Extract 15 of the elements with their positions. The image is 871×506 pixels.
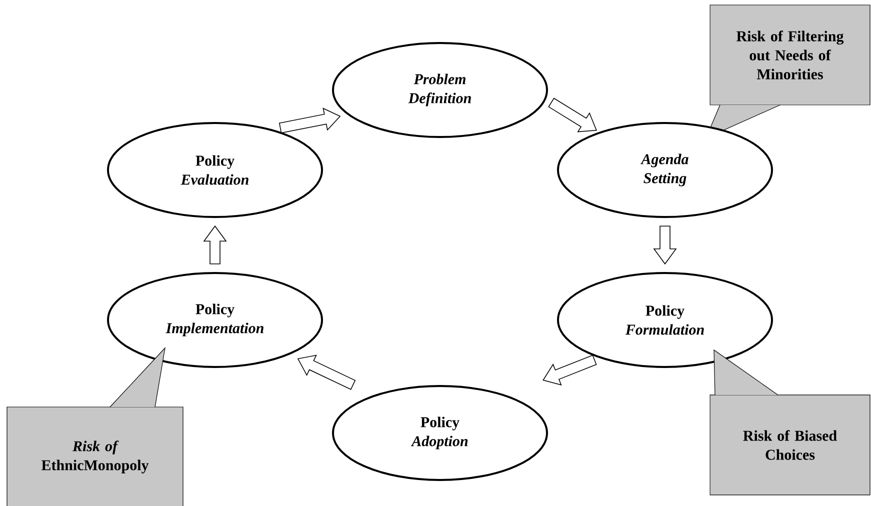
callout-box: Risk of EthnicMonopoly	[6, 347, 184, 506]
block-arrow	[542, 354, 597, 386]
block-arrow	[548, 98, 598, 132]
ellipse-node: Policy Implementation	[107, 272, 323, 368]
ellipse-node: Agenda Setting	[557, 122, 773, 218]
callout-box: Risk of Biased Choices	[710, 349, 870, 496]
block-arrow	[203, 225, 227, 264]
block-arrow	[278, 108, 341, 134]
ellipse-node: Problem Definition	[332, 42, 548, 138]
ellipse-node: Policy Formulation	[557, 272, 773, 368]
ellipse-node: Policy Evaluation	[107, 122, 323, 218]
callout-box: Risk of Filtering out Needs of Minorities	[705, 4, 870, 139]
ellipse-node: Policy Adoption	[332, 385, 548, 481]
block-arrow	[653, 226, 677, 265]
block-arrow	[297, 354, 356, 390]
